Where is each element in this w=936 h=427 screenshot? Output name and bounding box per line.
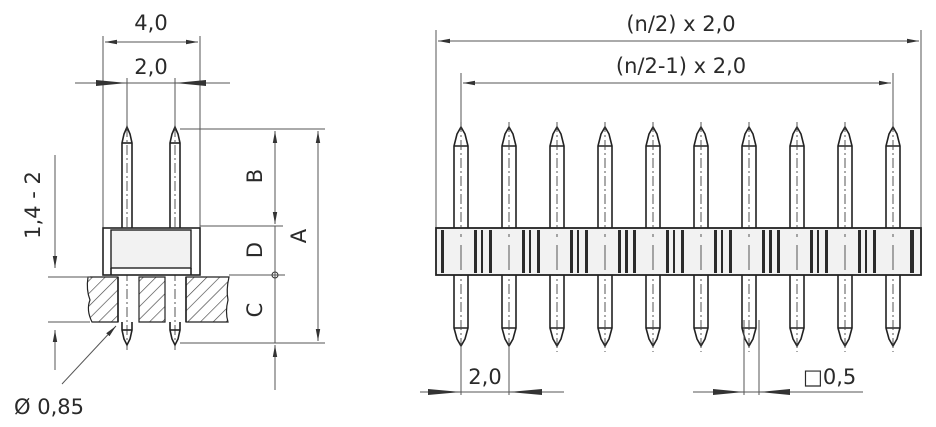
front-view: (n/2) x 2,0 (n/2-1) x 2,0 <box>420 12 922 395</box>
side-housing <box>102 227 201 276</box>
dim-overall-width: 4,0 <box>134 11 167 35</box>
pcb-section <box>86 276 230 323</box>
dim-hole-diameter: Ø 0,85 <box>14 395 84 419</box>
dim-board-thickness: 1,4 - 2 <box>21 171 45 239</box>
dim-pin-pitch: 2,0 <box>134 55 167 79</box>
dim-pin-square: □0,5 <box>803 365 856 389</box>
label-d: D <box>243 242 267 258</box>
front-housing <box>435 227 922 276</box>
dim-overall-length: (n/2) x 2,0 <box>626 12 735 36</box>
dim-pitch: 2,0 <box>468 365 501 389</box>
label-c: C <box>243 303 267 318</box>
label-a: A <box>287 228 311 243</box>
side-view: 4,0 2,0 <box>14 11 325 419</box>
label-b: B <box>243 169 267 183</box>
dim-pin-span: (n/2-1) x 2,0 <box>616 54 746 78</box>
